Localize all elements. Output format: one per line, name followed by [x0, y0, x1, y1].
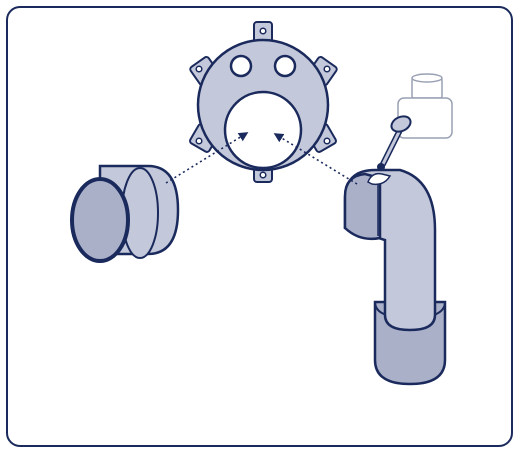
sealant-brush-icon	[377, 115, 412, 171]
flange-center-opening	[223, 90, 303, 170]
guide-cap-to-flange	[165, 132, 249, 184]
sealant-jar-icon	[397, 73, 453, 139]
assembly-guides	[165, 132, 358, 185]
round-cap-icon	[70, 164, 180, 263]
illustration-frame	[6, 6, 513, 447]
elbow-pipe-icon	[343, 168, 447, 386]
flange-plate-icon	[189, 21, 338, 183]
guide-elbow-to-flange	[273, 133, 358, 185]
flange-bolt-hole-left	[229, 54, 253, 78]
flange-bolt-hole-right	[273, 54, 297, 78]
